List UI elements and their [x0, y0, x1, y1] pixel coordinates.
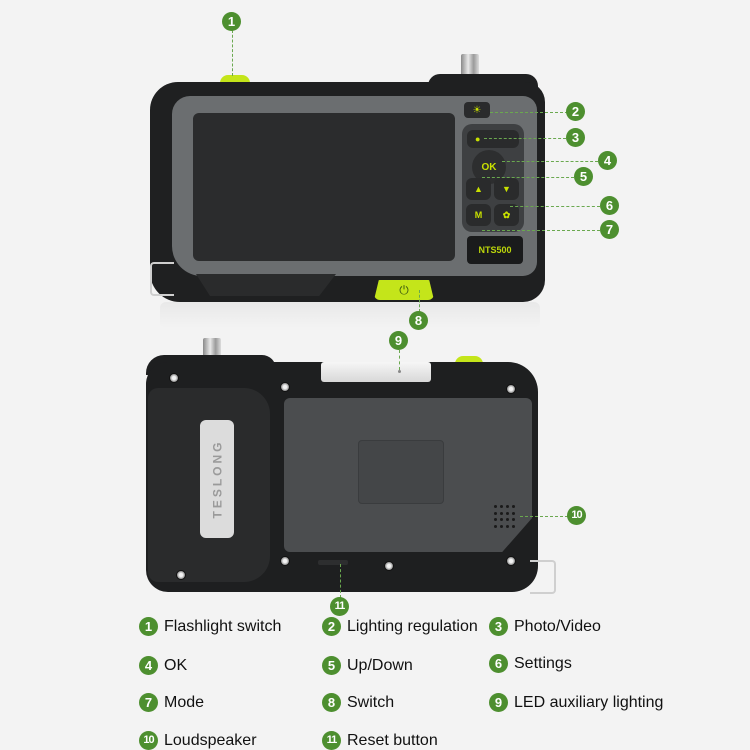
legend-item-mode: 7 Mode	[139, 693, 204, 712]
model-plate: NTS500	[467, 236, 523, 264]
power-switch-button[interactable]: ⏻	[374, 280, 434, 300]
model-name: NTS500	[478, 245, 512, 255]
legend-label: Settings	[514, 654, 572, 672]
screw	[169, 373, 179, 383]
legend-item-led-auxiliary-lighting: 9 LED auxiliary lighting	[489, 693, 663, 712]
leader-line	[484, 138, 566, 139]
camera-connector	[461, 54, 479, 76]
down-arrow-icon: ▼	[502, 184, 511, 194]
leader-line	[520, 516, 568, 517]
legend-item-reset-button: 11 Reset button	[322, 731, 438, 750]
legend-label: Up/Down	[347, 656, 413, 674]
legend-item-lighting-regulation: 2 Lighting regulation	[322, 617, 478, 636]
display-screen	[193, 113, 455, 261]
led-auxiliary-light	[321, 362, 431, 382]
ok-label: OK	[481, 161, 497, 173]
leader-line	[490, 112, 568, 113]
legend-label: Switch	[347, 693, 395, 711]
front-grip	[196, 274, 336, 296]
legend-label: Loudspeaker	[164, 731, 257, 749]
mode-button[interactable]: M	[466, 204, 491, 226]
legend-item-ok: 4 OK	[139, 656, 187, 675]
screw	[280, 556, 290, 566]
leader-line	[482, 230, 600, 231]
photo-video-button[interactable]: ●	[467, 130, 519, 148]
reset-button[interactable]	[318, 560, 348, 565]
brand-logo: TESLONG	[210, 439, 225, 519]
callout-badge-5: 5	[574, 167, 593, 186]
mode-label: M	[474, 210, 483, 220]
callout-badge-6: 6	[600, 196, 619, 215]
legend-item-flashlight-switch: 1 Flashlight switch	[139, 617, 281, 636]
gear-icon: ✿	[502, 209, 511, 220]
legend-badge: 5	[322, 656, 341, 675]
screw	[384, 561, 394, 571]
legend-badge: 1	[139, 617, 158, 636]
callout-badge-4: 4	[598, 151, 617, 170]
leader-line	[340, 564, 341, 598]
legend-badge: 10	[139, 731, 158, 750]
callout-badge-7: 7	[600, 220, 619, 239]
legend-badge: 11	[322, 731, 341, 750]
lighting-regulation-button[interactable]: ☀	[464, 102, 490, 118]
label-recess	[358, 440, 444, 504]
leader-line	[502, 161, 598, 162]
record-dot-icon: ●	[475, 134, 481, 144]
settings-button[interactable]: ✿	[494, 204, 519, 226]
callout-badge-2: 2	[566, 102, 585, 121]
callout-badge-3: 3	[566, 128, 585, 147]
legend-label: LED auxiliary lighting	[514, 693, 664, 711]
screw	[280, 382, 290, 392]
light-icon: ☀	[472, 104, 482, 116]
legend-label: Reset button	[347, 731, 438, 749]
legend-badge: 8	[322, 693, 341, 712]
callout-badge-1: 1	[222, 12, 241, 31]
leader-line	[399, 350, 400, 370]
legend-badge: 4	[139, 656, 158, 675]
legend-label: Lighting regulation	[347, 617, 478, 635]
kickstand	[150, 262, 174, 296]
legend-label: Flashlight switch	[164, 617, 282, 635]
screw	[176, 570, 186, 580]
leader-line	[419, 290, 420, 312]
power-icon: ⏻	[399, 282, 409, 297]
callout-badge-10: 10	[567, 506, 586, 525]
legend-item-switch: 8 Switch	[322, 693, 394, 712]
legend-item-loudspeaker: 10 Loudspeaker	[139, 731, 257, 750]
kickstand-back	[530, 560, 556, 594]
legend-label: Photo/Video	[514, 617, 601, 635]
legend-badge: 9	[489, 693, 508, 712]
flashlight-switch-button[interactable]	[220, 75, 250, 85]
legend-badge: 3	[489, 617, 508, 636]
legend-label: Mode	[164, 693, 205, 711]
leader-line	[510, 206, 600, 207]
legend-label: OK	[164, 656, 188, 674]
callout-badge-8: 8	[409, 311, 428, 330]
legend-item-settings: 6 Settings	[489, 654, 572, 673]
callout-badge-9: 9	[389, 331, 408, 350]
legend-item-up-down: 5 Up/Down	[322, 656, 413, 675]
led-dot	[398, 370, 401, 373]
up-button[interactable]: ▲	[466, 178, 491, 200]
camera-connector-back	[203, 338, 221, 360]
leader-line	[482, 177, 574, 178]
up-arrow-icon: ▲	[474, 184, 483, 194]
callout-badge-11: 11	[330, 597, 349, 616]
flashlight-switch-back[interactable]	[455, 356, 483, 366]
loudspeaker-grille	[494, 505, 518, 529]
legend-badge: 7	[139, 693, 158, 712]
legend-item-photo-video: 3 Photo/Video	[489, 617, 601, 636]
keypad: ● OK ▲ ▼ M ✿	[462, 124, 524, 232]
screw	[506, 384, 516, 394]
brand-plate: TESLONG	[200, 420, 234, 538]
leader-line	[232, 30, 233, 76]
reflection	[160, 302, 540, 328]
screw	[506, 556, 516, 566]
down-button[interactable]: ▼	[494, 178, 519, 200]
legend-badge: 6	[489, 654, 508, 673]
legend-badge: 2	[322, 617, 341, 636]
